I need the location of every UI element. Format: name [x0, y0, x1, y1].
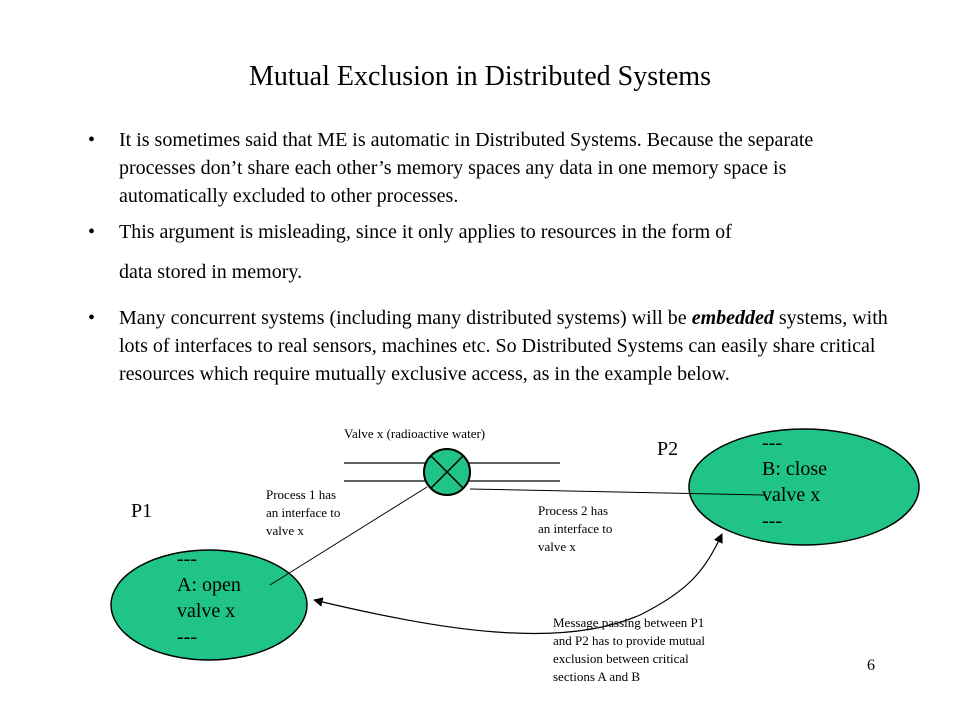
valve-cross-2 [430, 455, 464, 489]
bullet-2-line-1: This argument is misleading, since it on… [119, 221, 732, 243]
process-1-note-line: valve x [266, 523, 304, 538]
bullet-marker: • [88, 307, 96, 329]
process-1-note-line: an interface to [266, 505, 341, 520]
p2-code-line: B: close [762, 458, 827, 480]
slide-title: Mutual Exclusion in Distributed Systems [249, 61, 711, 92]
message-note-line: and P2 has to provide mutual [553, 633, 706, 648]
message-passing-arrow [313, 533, 723, 635]
bullet-2-text: This argument is misleading, since it on… [119, 218, 879, 286]
p2-code-line: --- [762, 432, 782, 454]
emphasis-embedded: embedded [691, 307, 774, 329]
process-p2-shape [688, 428, 920, 546]
bullet-1-text: It is sometimes said that ME is automati… [119, 129, 814, 207]
p2-code: --- B: close valve x --- [762, 430, 827, 534]
p1-label: P1 [131, 500, 153, 522]
p1-code: --- A: open valve x --- [177, 546, 241, 650]
process-2-note: Process 2 has an interface to valve x [538, 502, 612, 556]
bullet-3-text-start: Many concurrent systems (including many … [119, 307, 692, 329]
p2-code-line: --- [762, 510, 782, 532]
message-passing-note: Message passing between P1 and P2 has to… [553, 614, 705, 686]
bullet-marker: • [88, 221, 96, 243]
p1-code-line: --- [177, 626, 197, 648]
process-1-note: Process 1 has an interface to valve x [266, 486, 340, 540]
p2-code-line: valve x [762, 484, 821, 506]
message-note-line: Message passing between P1 [553, 615, 705, 630]
p1-code-line: valve x [177, 600, 236, 622]
p2-interface-connector [469, 488, 766, 496]
message-note-line: exclusion between critical [553, 651, 689, 666]
process-2-note-line: valve x [538, 539, 576, 554]
valve-label: Valve x (radioactive water) [344, 426, 486, 441]
p1-code-line: A: open [177, 574, 241, 596]
process-1-note-line: Process 1 has [266, 487, 337, 502]
p2-label: P2 [657, 438, 679, 460]
message-note-line: sections A and B [553, 669, 641, 684]
p1-code-line: --- [177, 548, 197, 570]
bullet-marker: • [88, 129, 96, 151]
page-number: 6 [867, 657, 875, 674]
bullet-3-text: Many concurrent systems (including many … [119, 304, 889, 388]
process-2-note-line: an interface to [538, 521, 613, 536]
bullet-3-text-end: systems, with lots of interfaces to real… [119, 307, 888, 385]
process-2-note-line: Process 2 has [538, 503, 609, 518]
process-p1-shape [110, 549, 308, 661]
bullet-2-line-2: data stored in memory. [119, 261, 303, 283]
